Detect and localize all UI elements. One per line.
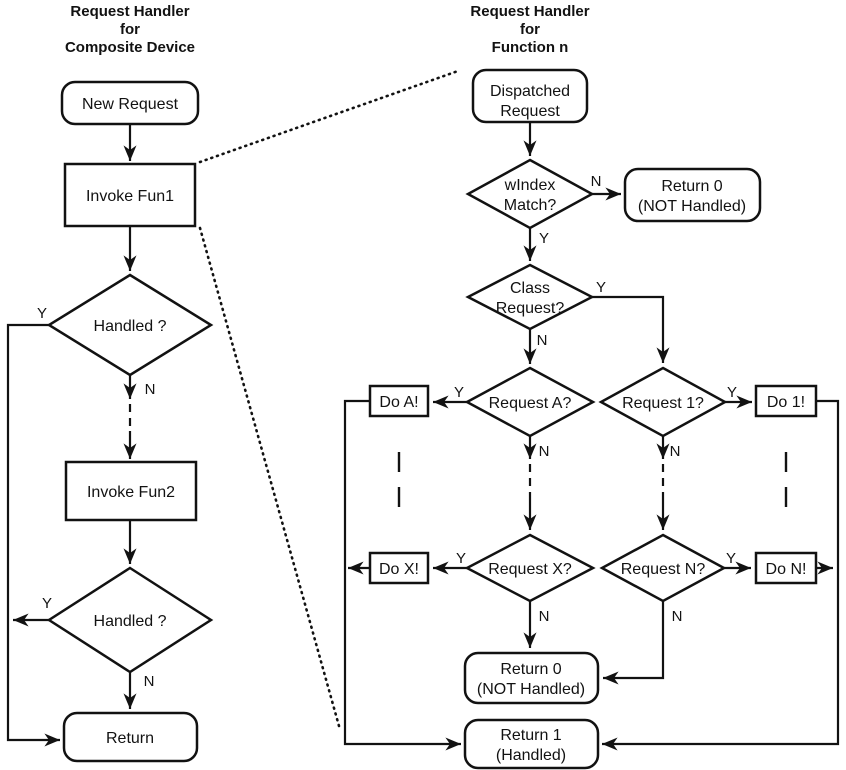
do-n-label: Do N! <box>766 561 807 578</box>
left-title-line2: for <box>120 21 140 38</box>
request-1-shape <box>598 366 728 438</box>
do-x-shape <box>368 551 430 585</box>
request-a-shape <box>464 366 596 438</box>
request-1-diamond: Request 1? <box>598 366 728 438</box>
edge-requestn-no-return0 <box>602 601 665 685</box>
edge-doa-return1 <box>343 399 461 751</box>
request-1-label: Request 1? <box>622 395 704 412</box>
return-node: Return <box>62 711 199 763</box>
left-title: Request Handler for Composite Device <box>65 3 195 56</box>
invoke-fun1-label: Invoke Fun1 <box>86 188 174 205</box>
do-n-shape <box>754 551 818 585</box>
handled2-label: Handled ? <box>94 613 167 630</box>
request-n-yes-label: Y <box>726 550 736 567</box>
return0-bottom-node: Return 0 (NOT Handled) <box>463 651 600 705</box>
request-x-no-label: N <box>539 608 550 625</box>
do-x-node: Do X! <box>368 551 430 585</box>
class-yes-label: Y <box>596 279 606 296</box>
request-n-no-label: N <box>672 608 683 625</box>
return-label: Return <box>106 730 154 747</box>
handled1-label: Handled ? <box>94 318 167 335</box>
request-1-yes-label: Y <box>727 384 737 401</box>
return-shape <box>62 711 199 763</box>
left-title-line3: Composite Device <box>65 39 195 56</box>
right-title-line2: for <box>520 21 540 38</box>
invoke-fun2-label: Invoke Fun2 <box>87 484 175 501</box>
request-x-shape <box>464 533 596 603</box>
dispatched-request-shape <box>471 68 589 124</box>
return1-node: Return 1 (Handled) <box>463 718 600 770</box>
return0-bottom-label-line2: (NOT Handled) <box>477 681 585 698</box>
return0-top-label-line2: (NOT Handled) <box>638 198 746 215</box>
return0-bottom-label-line1: Return 0 <box>500 661 561 678</box>
request-a-label: Request A? <box>489 395 572 412</box>
edge-do1-return1 <box>601 399 840 751</box>
return0-bottom-shape <box>463 651 600 705</box>
invoke-fun2-shape <box>64 460 198 522</box>
handled2-shape <box>46 566 214 674</box>
class-request-shape <box>465 263 595 331</box>
right-title-line3: Function n <box>492 39 569 56</box>
request-x-diamond: Request X? <box>464 533 596 603</box>
do-1-label: Do 1! <box>767 394 805 411</box>
return1-label-line1: Return 1 <box>500 727 561 744</box>
request-a-yes-label: Y <box>454 384 464 401</box>
edge-handled1-yes-return <box>6 323 61 747</box>
invoke-fun1-shape <box>63 162 197 228</box>
left-title-line1: Request Handler <box>70 3 189 20</box>
handled1-yes-label: Y <box>37 305 47 322</box>
class-no-label: N <box>537 332 548 349</box>
windex-yes-label: Y <box>539 230 549 247</box>
invoke-fun2-node: Invoke Fun2 <box>64 460 198 522</box>
return0-top-shape <box>623 167 762 223</box>
return0-top-node: Return 0 (NOT Handled) <box>623 167 762 223</box>
handled2-yes-label: Y <box>42 595 52 612</box>
right-title: Request Handler for Function n <box>470 3 589 56</box>
new-request-node: New Request <box>60 80 200 126</box>
request-x-label: Request X? <box>488 561 572 578</box>
windex-match-shape <box>465 158 595 230</box>
request-a-no-label: N <box>539 443 550 460</box>
request-n-diamond: Request N? <box>599 533 727 603</box>
windex-no-label: N <box>591 173 602 190</box>
class-request-diamond: Class Request? <box>465 263 595 331</box>
request-1-no-label: N <box>670 443 681 460</box>
class-request-label-line1: Class <box>510 280 550 297</box>
handled2-no-label: N <box>144 673 155 690</box>
dotted-connector-top <box>198 69 460 164</box>
dispatched-request-node: Dispatched Request <box>471 68 589 124</box>
handled2-diamond: Handled ? <box>46 566 214 674</box>
do-a-shape <box>368 384 430 418</box>
do-a-label: Do A! <box>379 394 418 411</box>
handled1-shape <box>46 273 214 377</box>
request-n-shape <box>599 533 727 603</box>
windex-match-diamond: wIndex Match? <box>465 158 595 230</box>
right-title-line1: Request Handler <box>470 3 589 20</box>
do-x-label: Do X! <box>379 561 419 578</box>
dispatched-request-label-line2: Request <box>500 103 560 120</box>
windex-match-label-line2: Match? <box>504 197 557 214</box>
request-x-yes-label: Y <box>456 550 466 567</box>
request-a-diamond: Request A? <box>464 366 596 438</box>
do-n-node: Do N! <box>754 551 818 585</box>
edge-class-yes-request1 <box>592 295 670 363</box>
return1-shape <box>463 718 600 770</box>
return0-top-label-line1: Return 0 <box>661 178 722 195</box>
handled1-no-label: N <box>145 381 156 398</box>
return1-label-line2: (Handled) <box>496 747 566 764</box>
new-request-label: New Request <box>82 96 179 113</box>
do-a-node: Do A! <box>368 384 430 418</box>
dispatched-request-label-line1: Dispatched <box>490 83 570 100</box>
do-1-node: Do 1! <box>754 384 818 418</box>
do-1-shape <box>754 384 818 418</box>
handled1-diamond: Handled ? <box>46 273 214 377</box>
new-request-shape <box>60 80 200 126</box>
request-n-label: Request N? <box>621 561 706 578</box>
invoke-fun1-node: Invoke Fun1 <box>63 162 197 228</box>
windex-match-label-line1: wIndex <box>504 177 556 194</box>
class-request-label-line2: Request? <box>496 300 565 317</box>
dotted-connector-bottom <box>198 226 341 728</box>
